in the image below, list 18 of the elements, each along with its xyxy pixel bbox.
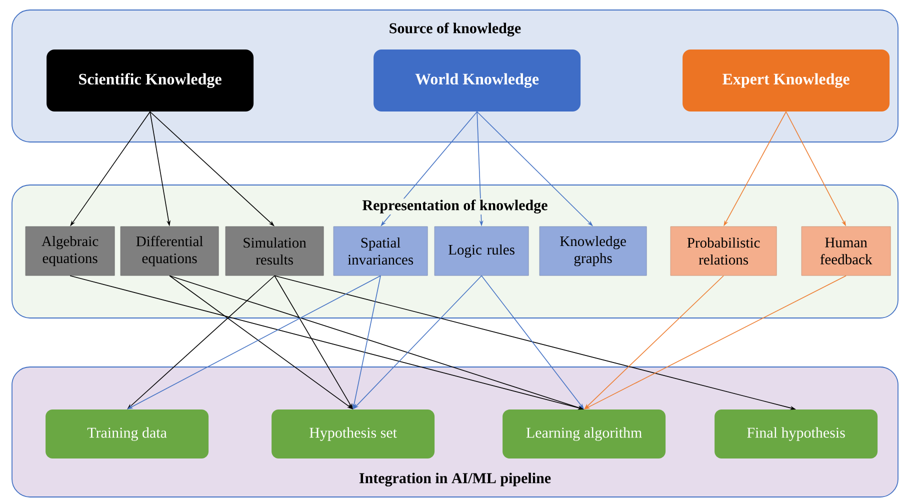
representation-box: Algebraic equations (25, 226, 115, 276)
representation-box: Logic rules (434, 226, 529, 276)
representation-box: Differential equations (120, 226, 219, 276)
section-title: Representation of knowledge (361, 198, 549, 214)
representation-box: Human feedback (801, 226, 891, 276)
representation-box: Knowledge graphs (539, 226, 647, 276)
representation-box: Simulation results (225, 226, 324, 276)
representation-box: Probabilistic relations (670, 226, 777, 276)
section-title: Source of knowledge (388, 22, 522, 38)
section-title: Integration in AI/ML pipeline (358, 472, 552, 488)
source-box: Scientific Knowledge (46, 50, 254, 112)
source-box: World Knowledge (374, 50, 581, 112)
pipeline-box: Hypothesis set (272, 410, 435, 459)
representation-box: Spatial invariances (333, 226, 428, 276)
pipeline-box: Learning algorithm (502, 410, 666, 459)
source-box: Expert Knowledge (682, 50, 890, 112)
pipeline-box: Training data (46, 410, 209, 459)
pipeline-box: Final hypothesis (714, 410, 878, 459)
